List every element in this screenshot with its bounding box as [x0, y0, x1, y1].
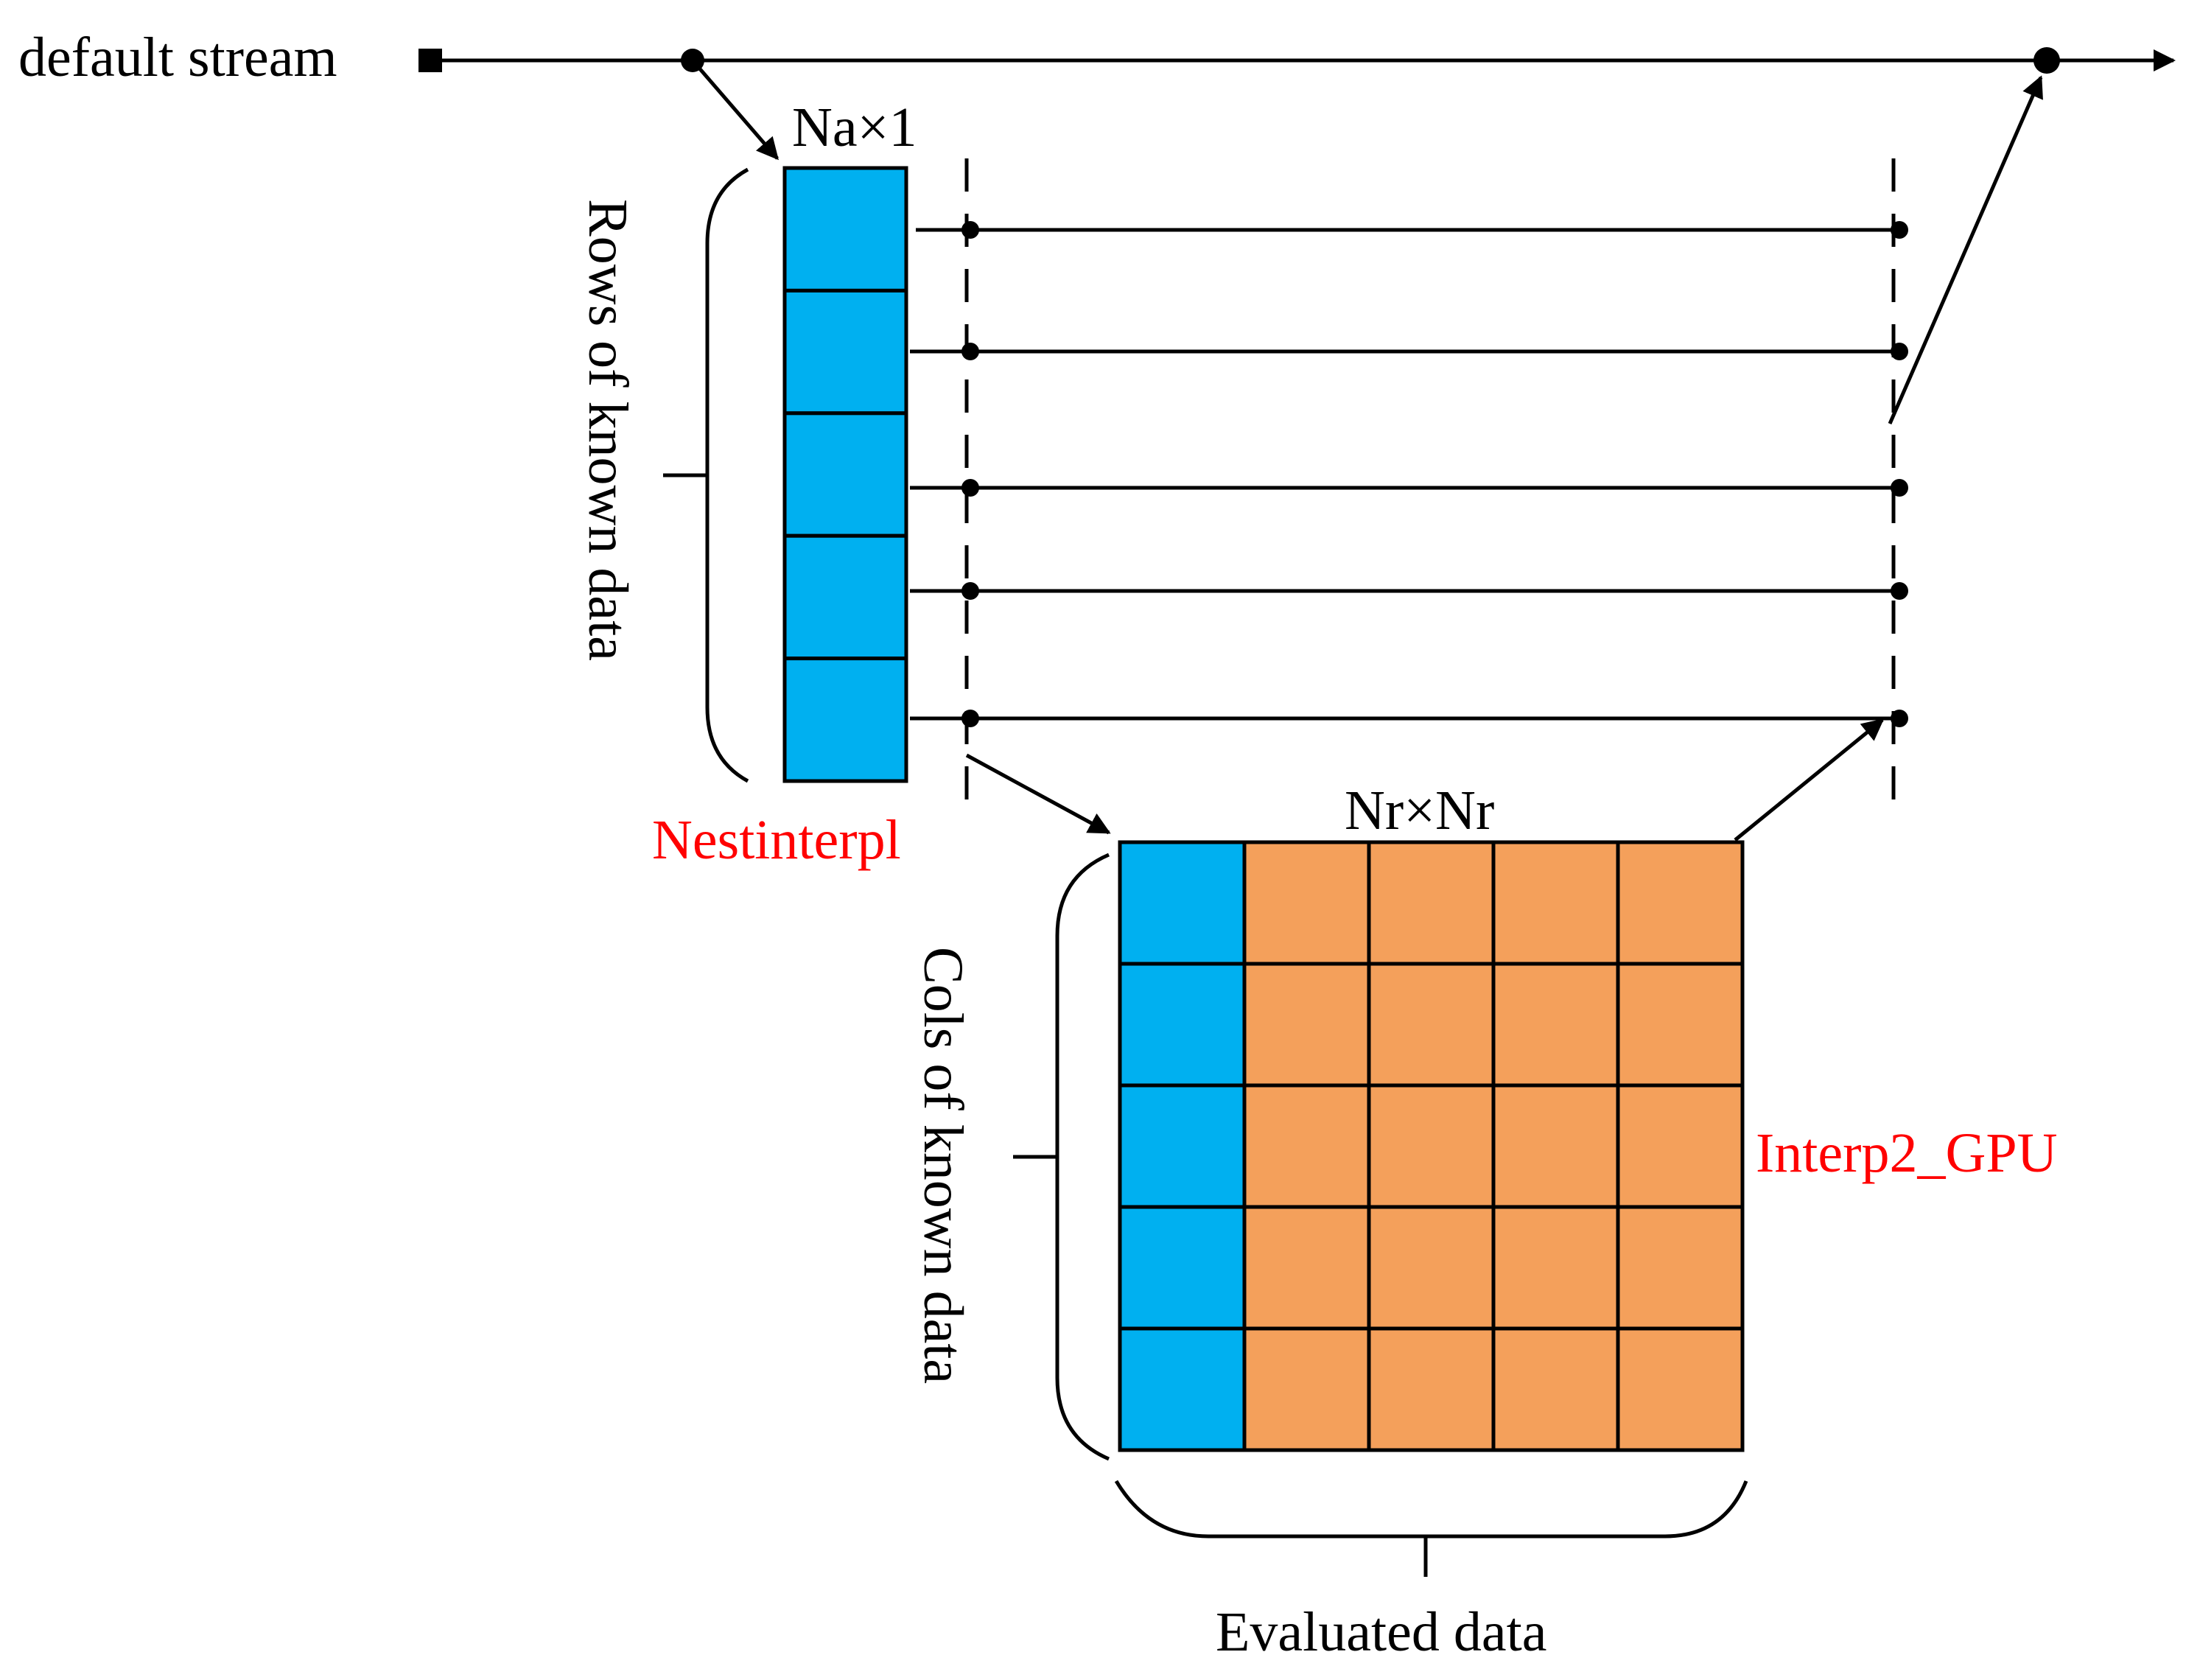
interp2-gpu-label: Interp2_GPU: [1756, 1122, 2058, 1184]
na-vector-cell: [782, 288, 908, 416]
evaluated-data-cell: [1616, 840, 1745, 966]
known-data-cell: [1118, 1083, 1247, 1209]
evaluated-data-cell: [1242, 840, 1371, 966]
na-vector-cell: [782, 533, 908, 661]
evaluated-data-cell: [1242, 1326, 1371, 1452]
evaluated-data-cell: [1367, 962, 1496, 1088]
thread-end-node: [1891, 710, 1908, 727]
thread-lines: [910, 221, 1908, 727]
rows-known-label: Rows of known data: [577, 199, 639, 661]
evaluated-data-cell: [1367, 840, 1496, 966]
na-vector: [782, 166, 908, 783]
na-dimension-label: Na×1: [792, 97, 917, 158]
known-data-cell: [1118, 1326, 1247, 1452]
evaluated-data-cell: [1616, 962, 1745, 1088]
evaluated-data-cell: [1491, 1083, 1620, 1209]
evaluated-data-cell: [1491, 1205, 1620, 1331]
thread-end-node: [1891, 479, 1908, 497]
join-arrow: [1888, 75, 2043, 424]
evaluated-data-cell: [1242, 1083, 1371, 1209]
dispatch-arrow: [965, 753, 1111, 835]
evaluated-data-cell: [1491, 962, 1620, 1088]
na-vector-cell: [782, 411, 908, 538]
known-data-cell: [1118, 962, 1247, 1088]
fork-arrow: [691, 59, 779, 161]
cols-brace: [1055, 853, 1110, 1461]
nr-dimension-label: Nr×Nr: [1345, 780, 1494, 841]
na-vector-cell: [782, 657, 908, 783]
stream-start-marker: [418, 49, 442, 72]
evaluated-data-cell: [1242, 1205, 1371, 1331]
thread-end-node: [1891, 343, 1908, 360]
evaluated-data-cell: [1367, 1083, 1496, 1209]
evaluated-brace: [1114, 1480, 1748, 1539]
evaluated-data-cell: [1616, 1326, 1745, 1452]
evaluated-data-cell: [1616, 1083, 1745, 1209]
thread-start-node: [961, 479, 979, 497]
cols-known-label: Cols of known data: [912, 947, 974, 1384]
nr-matrix: [1118, 840, 1745, 1452]
thread-start-node: [961, 221, 979, 239]
stream-join-node: [2033, 47, 2060, 74]
thread-end-node: [1891, 221, 1908, 239]
default-stream-label: default stream: [18, 27, 337, 88]
evaluated-data-cell: [1367, 1326, 1496, 1452]
known-data-cell: [1118, 1205, 1247, 1331]
evaluated-data-cell: [1616, 1205, 1745, 1331]
thread-start-node: [961, 582, 979, 600]
evaluated-data-cell: [1367, 1205, 1496, 1331]
thread-end-node: [1891, 582, 1908, 600]
evaluated-data-cell: [1491, 1326, 1620, 1452]
thread-start-node: [961, 343, 979, 360]
na-vector-cell: [782, 166, 908, 293]
thread-start-node: [961, 710, 979, 727]
evaluated-data-cell: [1491, 840, 1620, 966]
nestinterpl-label: Nestinterpl: [652, 809, 901, 871]
evaluated-data-cell: [1242, 962, 1371, 1088]
known-data-cell: [1118, 840, 1247, 966]
return-arrow: [1734, 718, 1885, 841]
rows-brace: [705, 167, 749, 783]
evaluated-data-label: Evaluated data: [1216, 1601, 1546, 1663]
